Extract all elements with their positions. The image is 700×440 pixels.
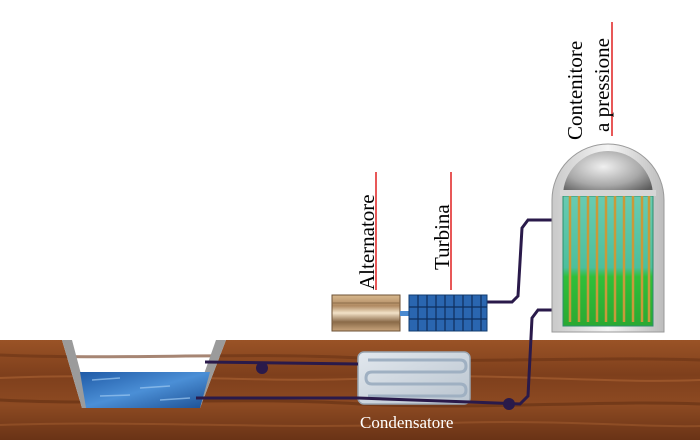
alternator-label: Alternatore bbox=[355, 194, 379, 290]
pipe-junction-upper bbox=[256, 362, 268, 374]
reactor-core bbox=[562, 195, 654, 327]
label-markers bbox=[375, 22, 613, 290]
vessel-label-line2: a pressione bbox=[590, 38, 614, 132]
shaft bbox=[400, 311, 410, 316]
river-water bbox=[80, 372, 210, 408]
alternator bbox=[331, 294, 401, 332]
vessel-label-line1: Contenitore bbox=[563, 41, 587, 140]
turbine bbox=[408, 294, 488, 332]
fuel-rods bbox=[568, 190, 651, 322]
ground bbox=[0, 340, 700, 440]
condenser-label: Condensatore bbox=[360, 413, 453, 432]
coolant-pipes bbox=[196, 218, 565, 406]
pressure-vessel bbox=[551, 143, 665, 333]
condenser bbox=[357, 351, 471, 405]
pipe-junction-lower bbox=[503, 398, 515, 410]
turbine-label: Turbina bbox=[430, 204, 454, 270]
